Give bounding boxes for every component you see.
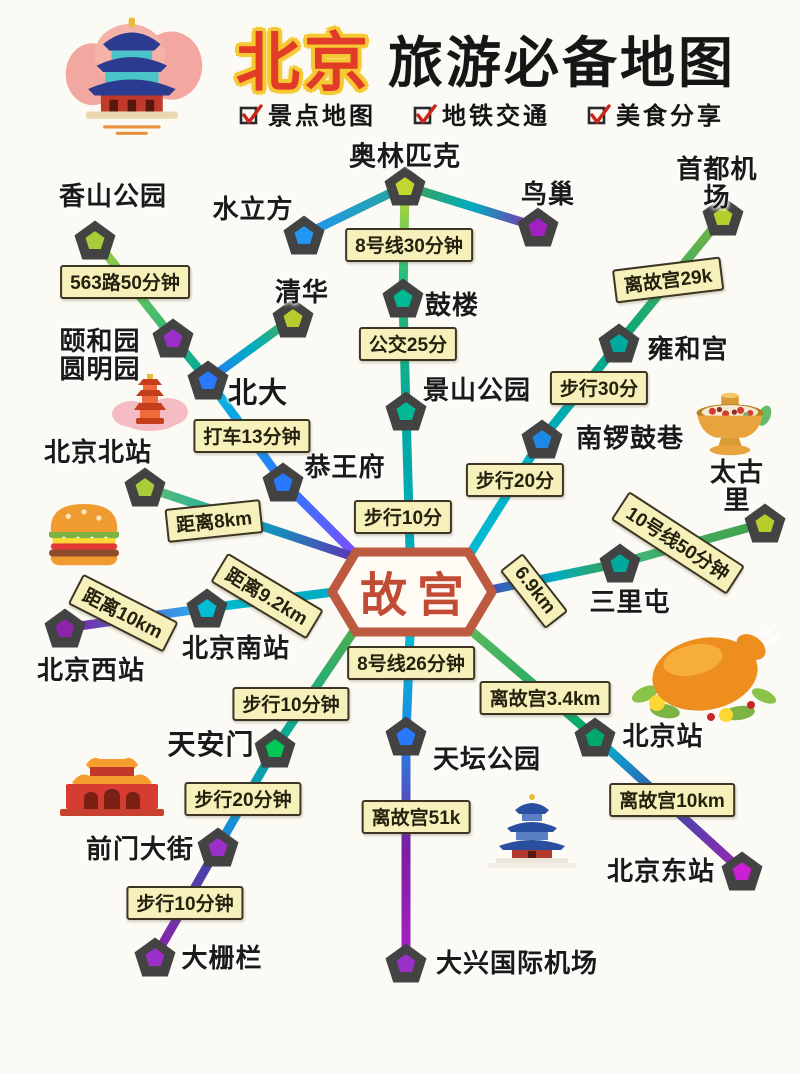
route-line: [400, 181, 543, 232]
route-distance-label: 公交25分: [358, 327, 458, 361]
node-pentagon-icon: [283, 309, 303, 327]
node-pentagon-icon: [609, 334, 629, 352]
place-label-peking-university: 北大: [227, 377, 289, 410]
check-item-label: 景点地图: [268, 103, 376, 130]
node-pentagon-icon: [585, 728, 605, 746]
route-distance-label: 离故宫51k: [361, 800, 471, 834]
route-distance-label: 8号线30分钟: [345, 228, 473, 262]
route-line: [463, 434, 547, 562]
page-title: 北京 旅游必备地图: [236, 12, 736, 104]
route-distance-label: 离故宫3.4km: [479, 681, 611, 715]
checkbox-icon: [587, 102, 611, 126]
node-pentagon-icon: [55, 619, 75, 637]
node-pentagon-icon: [197, 599, 217, 617]
place-label-summer-palace: 颐和园 圆明园: [59, 325, 141, 384]
place-label-tsinghua: 清华: [274, 276, 330, 307]
place-label-tiananmen: 天安门: [167, 728, 255, 760]
place-label-capital-airport: 首都机场: [676, 153, 758, 212]
node-pentagon-icon: [208, 838, 228, 856]
hotpot-icon: [686, 391, 774, 465]
place-label-qianmen-street: 前门大街: [85, 833, 195, 864]
place-label-olympic: 奥林匹克: [349, 141, 461, 172]
check-item-food: 美食分享: [587, 96, 724, 131]
route-distance-label: 步行10分钟: [126, 886, 244, 920]
node-pentagon-icon: [135, 478, 155, 496]
temple-of-heaven-logo: [62, 8, 207, 136]
place-label-nanluoguxiang: 南锣鼓巷: [575, 422, 685, 453]
place-label-dashilan: 大栅栏: [181, 942, 263, 973]
place-label-birds-nest: 鸟巢: [520, 178, 576, 209]
place-label-beijing-station: 北京站: [622, 720, 704, 751]
map-node-qianmen-street: [197, 827, 239, 867]
title-beijing: 北京: [236, 27, 372, 99]
node-pentagon-icon: [755, 514, 775, 532]
node-pentagon-icon: [528, 218, 548, 236]
tiananmen-gate-icon: [46, 753, 178, 819]
place-label-beijing-south-station: 北京南站: [181, 632, 291, 663]
node-pentagon-icon: [265, 739, 285, 757]
checkbox-icon: [239, 102, 263, 126]
forbidden-city-hexagon: [327, 547, 497, 637]
title-rest: 旅游必备地图: [388, 32, 737, 94]
feature-checklist: 景点地图 地铁交通 美食分享: [239, 96, 724, 131]
forbidden-city-label: 故宫: [360, 568, 474, 622]
node-pentagon-icon: [396, 727, 416, 745]
node-pentagon-icon: [396, 954, 416, 972]
check-item-metro: 地铁交通: [413, 96, 550, 131]
place-label-beijing-west-station: 北京西站: [36, 654, 146, 685]
node-pentagon-icon: [395, 177, 415, 195]
pagoda-icon: [110, 372, 190, 432]
check-item-attractions: 景点地图: [239, 96, 376, 131]
place-label-water-cube: 水立方: [212, 193, 294, 224]
roast-duck-icon: [627, 620, 780, 724]
checkbox-icon: [413, 102, 437, 126]
place-label-xiangshan-park: 香山公园: [58, 180, 168, 211]
place-label-drum-tower: 鼓楼: [424, 289, 480, 320]
node-pentagon-icon: [163, 329, 183, 347]
node-pentagon-icon: [294, 226, 314, 244]
route-distance-label: 离故宫10km: [609, 783, 735, 817]
route-distance-label: 步行30分: [549, 371, 649, 405]
route-distance-label: 步行10分: [353, 500, 453, 534]
place-label-temple-of-heaven-park: 天坛公园: [432, 743, 542, 774]
node-pentagon-icon: [85, 231, 105, 249]
node-pentagon-icon: [713, 207, 733, 225]
place-label-taikoo-li: 太古里: [709, 456, 764, 515]
place-label-prince-gong-mansion: 恭王府: [304, 451, 386, 482]
route-distance-label: 563路50分钟: [60, 265, 190, 299]
node-pentagon-icon: [393, 289, 413, 307]
route-distance-label: 步行10分钟: [232, 687, 350, 721]
node-pentagon-icon: [273, 473, 293, 491]
check-item-label: 美食分享: [616, 103, 724, 130]
place-label-beijing-east-station: 北京东站: [606, 855, 716, 886]
check-item-label: 地铁交通: [442, 103, 550, 130]
temple-of-heaven-icon: [479, 792, 585, 870]
place-label-jingshan-park: 景山公园: [422, 374, 532, 405]
place-label-sanlitun: 三里屯: [589, 586, 671, 617]
node-pentagon-icon: [610, 554, 630, 572]
route-distance-label: 步行20分: [465, 463, 565, 497]
node-pentagon-icon: [532, 430, 552, 448]
route-line: [299, 181, 410, 240]
place-label-daxing-airport: 大兴国际机场: [435, 947, 599, 978]
hamburger-icon: [40, 497, 128, 567]
route-distance-label: 8号线26分钟: [347, 646, 475, 680]
node-pentagon-icon: [145, 948, 165, 966]
node-pentagon-icon: [198, 371, 218, 389]
place-label-yonghe-temple: 雍和宫: [647, 333, 729, 364]
node-pentagon-icon: [732, 862, 752, 880]
route-distance-label: 打车13分钟: [193, 419, 311, 453]
place-label-beijing-north-station: 北京北站: [43, 436, 153, 467]
node-pentagon-icon: [396, 402, 416, 420]
route-distance-label: 步行20分钟: [184, 782, 302, 816]
